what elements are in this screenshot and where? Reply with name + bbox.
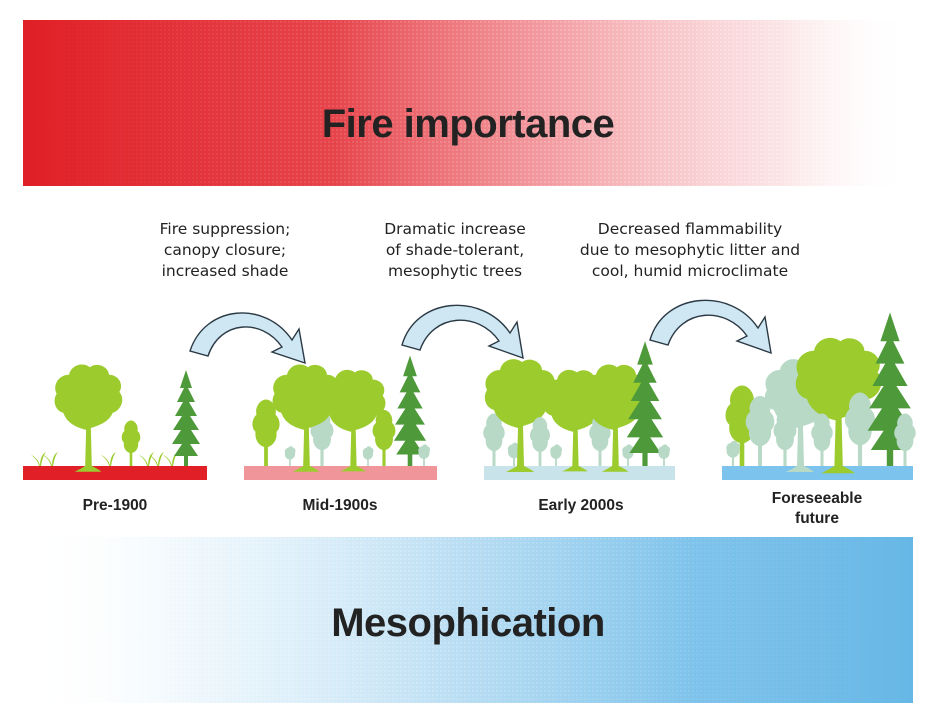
scene-foreseeable-future <box>725 312 916 474</box>
arrow-2 <box>401 304 524 360</box>
era-label-foreseeable-future: Foreseeable future <box>771 490 863 527</box>
annotation-shade-tolerant: Dramatic increase of shade-tolerant, mes… <box>384 220 526 280</box>
era-label-mid-1900s: Mid-1900s <box>302 497 378 514</box>
mesophication-band: Mesophication <box>23 537 913 703</box>
annotation-decreased-flammability: Decreased flammability due to mesophytic… <box>579 220 801 280</box>
arrow-3 <box>649 299 772 355</box>
ground-foreseeable-future <box>722 466 913 480</box>
ground-mid-1900s <box>244 466 437 480</box>
scene-pre-1900 <box>31 364 200 472</box>
fire-importance-title: Fire importance <box>321 102 615 146</box>
ground-pre-1900 <box>23 466 207 480</box>
era-label-early-2000s: Early 2000s <box>538 497 624 514</box>
mesophication-title: Mesophication <box>331 601 605 645</box>
mesophication-gradient <box>23 537 913 703</box>
arrow-1 <box>189 312 306 365</box>
fire-gradient <box>23 20 913 186</box>
era-label-pre-1900: Pre-1900 <box>82 497 148 514</box>
ground-early-2000s <box>484 466 675 480</box>
scene-early-2000s <box>483 341 670 472</box>
scene-mid-1900s <box>252 355 430 472</box>
annotation-fire-suppression: Fire suppression; canopy closure; increa… <box>159 220 291 280</box>
fire-importance-band: Fire importance <box>23 20 913 186</box>
